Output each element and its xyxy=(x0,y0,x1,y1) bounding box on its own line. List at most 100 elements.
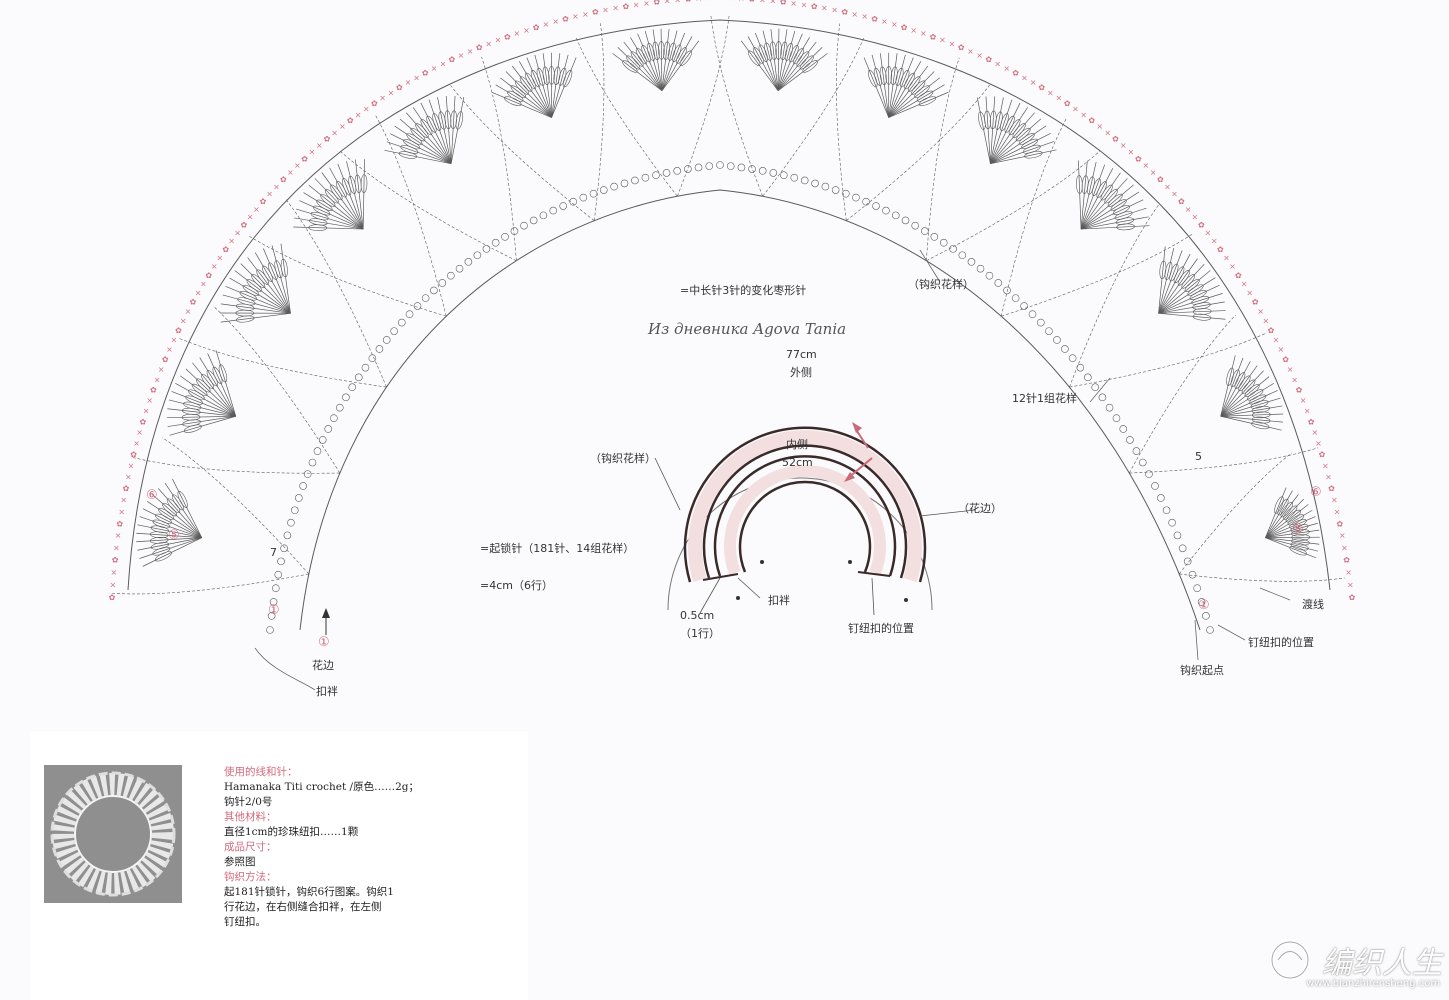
fan-stitch xyxy=(990,141,1055,165)
fan-stitch xyxy=(386,141,452,165)
chain-stitch xyxy=(1045,327,1053,335)
picot-mark: ✿ xyxy=(985,55,992,64)
fan-stitch xyxy=(1265,522,1318,538)
chain-stitch xyxy=(985,271,994,280)
picot-mark: × xyxy=(266,190,273,199)
picot-mark: × xyxy=(1241,280,1248,289)
bobble-stitch xyxy=(652,41,660,61)
picot-mark: ✿ xyxy=(717,0,724,2)
chain-loop xyxy=(162,437,310,575)
chain-loop xyxy=(762,36,865,197)
watermark-logo xyxy=(1270,940,1310,980)
fan-stitch xyxy=(990,97,1004,164)
chain-stitch xyxy=(271,584,280,592)
fan-stitch xyxy=(175,382,236,417)
picot-mark: ✿ xyxy=(562,15,569,24)
fan-stitch xyxy=(1220,370,1264,417)
fan-stitch xyxy=(220,312,291,323)
fan-stitch xyxy=(551,53,561,118)
fan-stitch xyxy=(229,277,291,314)
black-star-legend-text: =起锁针（181针、14组花样） xyxy=(480,542,635,555)
inner-edge-line xyxy=(299,189,1201,631)
picot-mark: ✿ xyxy=(449,55,456,64)
fan-stitch xyxy=(512,65,552,118)
chain-stitch xyxy=(1162,506,1171,515)
picot-mark: ✿ xyxy=(260,197,267,206)
chain-stitch xyxy=(569,197,578,206)
picot-mark: × xyxy=(769,0,776,6)
picot-mark: × xyxy=(309,148,316,157)
bobble-stitch xyxy=(1187,284,1204,296)
picot-mark: × xyxy=(287,168,294,177)
chain-stitch xyxy=(438,279,447,287)
bobble-stitch xyxy=(1234,372,1246,389)
bobble-stitch xyxy=(1277,498,1289,516)
fan-stitch xyxy=(1220,382,1274,417)
picot-mark: × xyxy=(948,39,955,48)
bobble-stitch xyxy=(679,50,693,67)
materials-text: 使用的线和针： Hamanaka Titi crochet /原色……2g； 钩… xyxy=(224,765,444,930)
chain-stitch xyxy=(748,165,756,173)
fan-stitch xyxy=(152,494,202,538)
picot-mark: × xyxy=(738,0,745,3)
picot-mark: × xyxy=(495,36,502,45)
chain-stitch xyxy=(413,302,422,310)
fan-stitch xyxy=(888,65,929,118)
picot-mark: × xyxy=(542,20,549,29)
picot-mark: ✿ xyxy=(324,135,331,144)
picot-mark: × xyxy=(1191,213,1198,222)
chain-stitch xyxy=(1202,612,1210,620)
fan-stitch xyxy=(412,107,452,164)
picot-mark: × xyxy=(1304,407,1311,416)
fan-stitch xyxy=(296,208,364,230)
bobble-stitch xyxy=(150,525,170,534)
bobble-stitch xyxy=(1249,394,1267,405)
picot-mark: ✿ xyxy=(190,298,197,307)
chain-stitch xyxy=(589,189,598,198)
fan-stitch xyxy=(1220,355,1236,417)
chain-stitch xyxy=(831,186,840,194)
bobble-stitch xyxy=(1192,302,1211,310)
picot-mark: ✿ xyxy=(685,0,692,4)
fan-stitch xyxy=(139,516,202,538)
picot-mark: ✿ xyxy=(1349,593,1356,602)
fan-stitch xyxy=(1081,216,1149,230)
chain-stitch xyxy=(872,202,880,210)
fan-stitch xyxy=(526,57,552,118)
bobble-stitch xyxy=(149,531,169,539)
repeat-label: 12针1组花样 xyxy=(1012,392,1077,405)
fan-stitch xyxy=(293,226,364,230)
bobble-stitch xyxy=(1290,524,1309,533)
fan-stitch xyxy=(1265,490,1293,538)
fan-stitch xyxy=(308,184,364,230)
chain-stitch xyxy=(267,612,276,620)
chain-stitch xyxy=(520,221,528,230)
picot-mark: ✿ xyxy=(1217,245,1224,254)
picot-mark: ✿ xyxy=(112,556,119,565)
picot-mark: × xyxy=(861,12,868,21)
chain-stitch xyxy=(842,189,850,198)
chain-stitch xyxy=(620,179,629,188)
chain-stitch xyxy=(1193,584,1201,592)
chain-loop xyxy=(130,456,340,474)
fan-stitch xyxy=(888,84,945,118)
bobble-stitch xyxy=(1177,269,1190,286)
bobble-stitch xyxy=(630,51,644,67)
chain-loop xyxy=(1179,573,1345,582)
chain-stitch xyxy=(354,373,363,382)
picot-mark: × xyxy=(1291,375,1298,384)
picot-mark: × xyxy=(458,51,465,60)
edge-size: 0.5cm xyxy=(680,609,715,622)
inner-side-label: 内侧 xyxy=(786,438,808,451)
fan-stitch xyxy=(505,71,552,118)
picot-mark: × xyxy=(1164,182,1171,191)
bobble-stitch xyxy=(171,494,184,511)
picot-mark: × xyxy=(171,335,178,344)
picot-mark: × xyxy=(1273,335,1280,344)
picot-mark: × xyxy=(234,229,241,238)
fan-stitch xyxy=(990,102,1021,164)
picot-mark: × xyxy=(200,280,207,289)
chain-loop xyxy=(593,23,605,221)
bobble-stitch xyxy=(510,85,526,99)
chain-stitch xyxy=(1138,458,1147,467)
